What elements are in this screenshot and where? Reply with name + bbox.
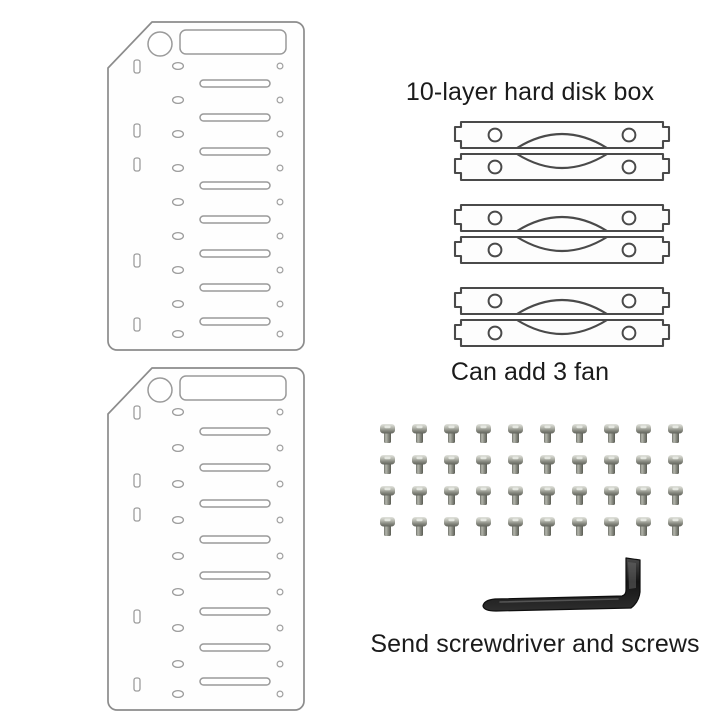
fan-bracket-group-1 — [453, 120, 671, 182]
hex-key-screwdriver — [482, 557, 641, 612]
fan-bracket-group-3 — [453, 286, 671, 348]
panel-long-slots — [199, 427, 271, 686]
panel-vent-slots-left — [133, 59, 141, 332]
panel-oval-holes-left — [171, 407, 185, 699]
screw-row — [380, 424, 683, 443]
screw-grid — [380, 424, 683, 536]
screw-row — [380, 517, 683, 536]
hard-disk-side-panel-bottom — [107, 367, 305, 711]
panel-screw-holes-right — [276, 62, 284, 338]
label-included-accessories: Send screwdriver and screws — [370, 630, 700, 658]
panel-oval-holes-left — [171, 61, 185, 339]
fan-bracket-group-2 — [453, 203, 671, 265]
panel-long-slots — [199, 79, 271, 326]
label-hard-disk-box: 10-layer hard disk box — [405, 78, 655, 106]
screw-row — [380, 455, 683, 474]
screw-row — [380, 486, 683, 505]
label-fan-capacity: Can add 3 fan — [450, 358, 610, 386]
hard-disk-side-panel-top — [107, 21, 305, 351]
panel-screw-holes-right — [276, 408, 284, 698]
panel-vent-slots-left — [133, 405, 141, 692]
